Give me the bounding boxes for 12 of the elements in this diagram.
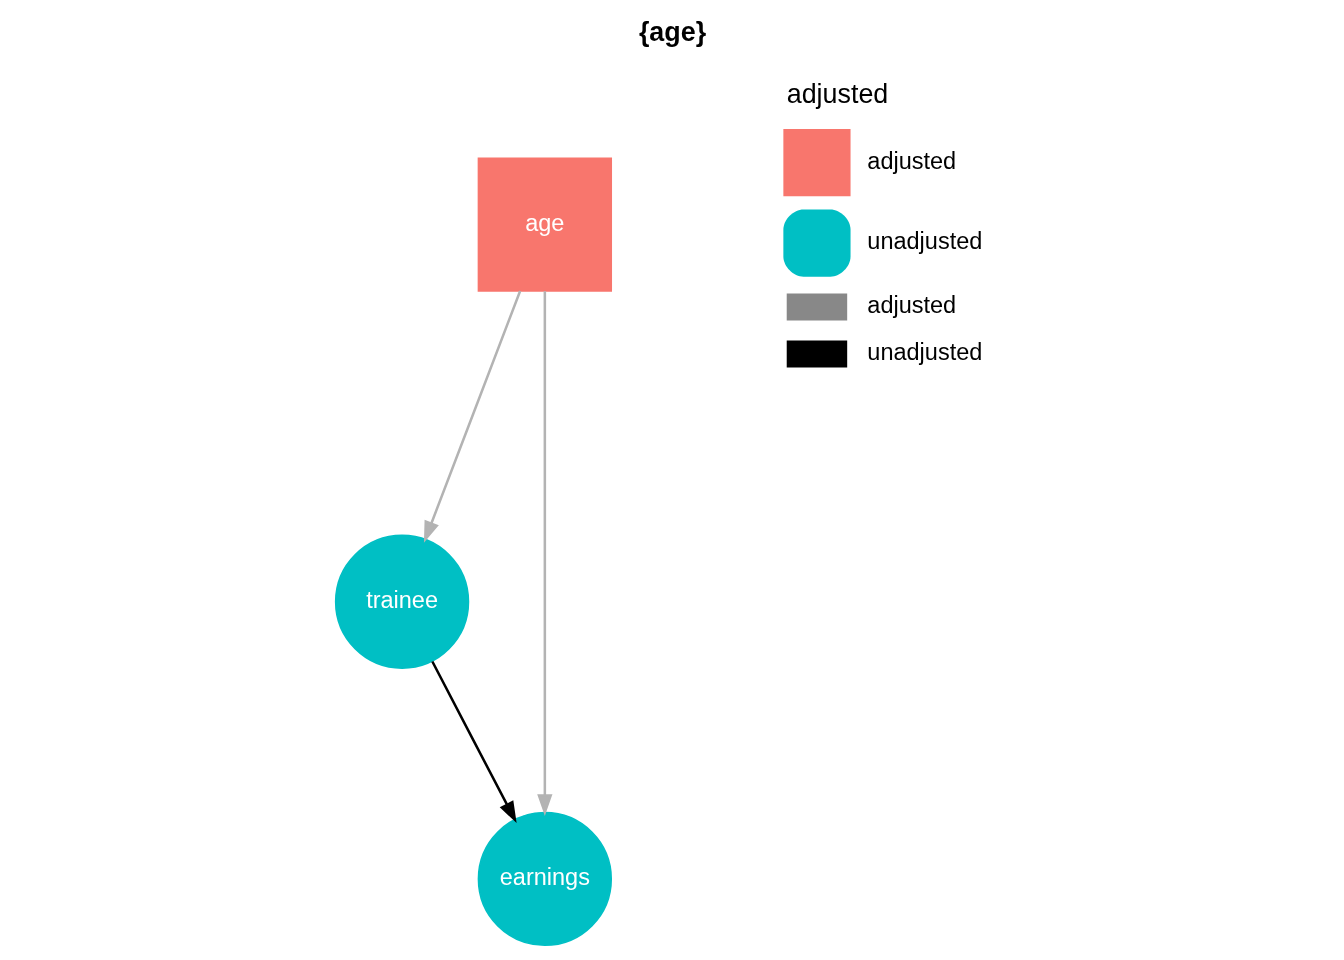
- legend-label: unadjusted: [866, 339, 982, 366]
- legend-label: unadjusted: [866, 228, 982, 255]
- legend-label: adjusted: [866, 147, 956, 174]
- label: adjusted: [786, 79, 888, 110]
- arrow: [423, 290, 521, 543]
- node-circle: trainee: [334, 534, 469, 669]
- diagram-title: {age}: [638, 17, 706, 48]
- arrow: [536, 291, 552, 817]
- node-circle: earnings: [477, 811, 612, 947]
- node-box: age: [477, 157, 612, 292]
- arrow: [430, 660, 517, 824]
- legend-label: adjusted: [866, 292, 956, 319]
